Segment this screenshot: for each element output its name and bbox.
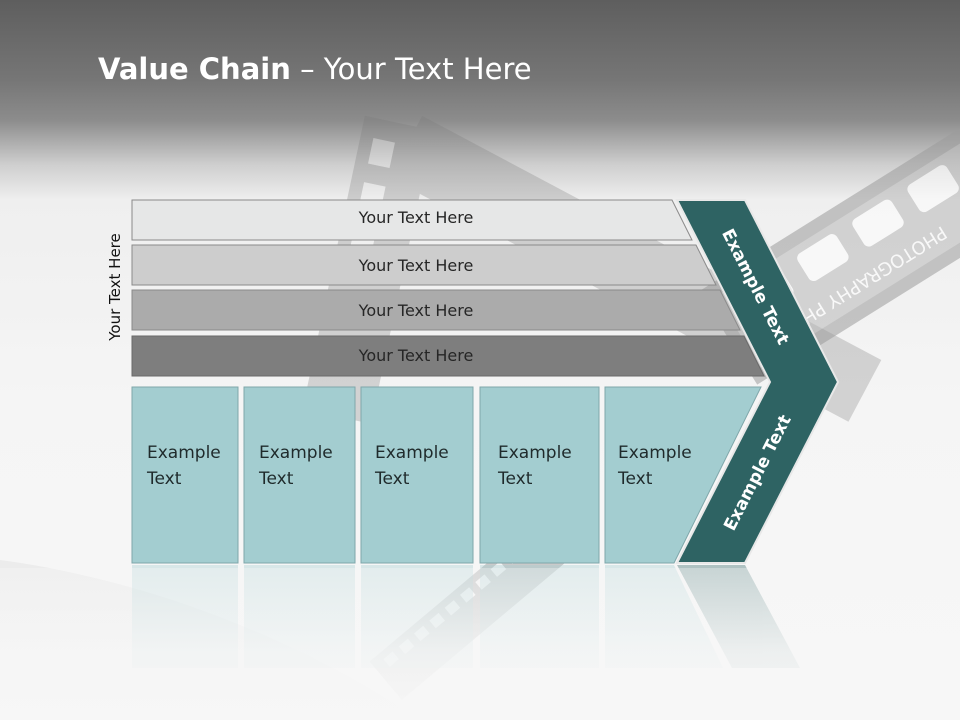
column-label-3: Example Text [375, 440, 449, 492]
column-label-5-line2: Text [618, 469, 653, 489]
reflection-fade [0, 568, 960, 720]
column-label-1-line2: Text [147, 469, 182, 489]
column-4 [479, 386, 600, 564]
column-label-3-line2: Text [375, 469, 410, 489]
chevron-arrow [675, 199, 840, 564]
title-rest: – Your Text Here [290, 52, 532, 86]
bar-2 [131, 244, 717, 286]
bar-label-1: Your Text Here [358, 208, 474, 227]
column-label-2-line1: Example [259, 443, 333, 463]
column-label-2: Example Text [259, 440, 333, 492]
column-label-2-line2: Text [259, 469, 294, 489]
column-3 [360, 386, 474, 564]
column-2 [243, 386, 356, 564]
column-label-1: Example Text [147, 440, 221, 492]
bar-label-2: Your Text Here [358, 256, 474, 275]
column-5 [604, 386, 762, 564]
bar-1 [131, 199, 693, 241]
column-label-5-line1: Example [618, 443, 692, 463]
column-label-4: Example Text [498, 440, 572, 492]
column-label-5: Example Text [618, 440, 692, 492]
column-label-3-line1: Example [375, 443, 449, 463]
bar-3 [131, 289, 741, 331]
page-title: Value Chain – Your Text Here [98, 52, 532, 86]
column-1 [131, 386, 239, 564]
bar-label-3: Your Text Here [358, 301, 474, 320]
bar-label-4: Your Text Here [358, 346, 474, 365]
title-bold: Value Chain [98, 52, 291, 86]
column-label-4-line1: Example [498, 443, 572, 463]
column-label-4-line2: Text [498, 469, 533, 489]
bar-4 [131, 335, 765, 377]
column-label-1-line1: Example [147, 443, 221, 463]
